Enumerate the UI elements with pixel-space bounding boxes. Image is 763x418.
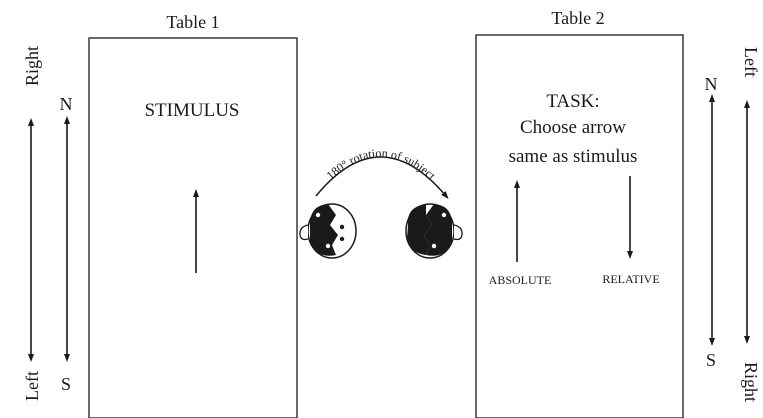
- left-axis-right-label: Right: [22, 46, 42, 86]
- table-1-frame: [88, 37, 298, 418]
- subject-head-before-icon: [299, 203, 357, 259]
- left-axis-south-label: S: [61, 374, 71, 394]
- left-axis-left-label: Left: [22, 371, 42, 401]
- absolute-label: ABSOLUTE: [489, 273, 552, 287]
- subject-head-after-icon: [405, 203, 463, 259]
- right-axis-left-label: Left: [741, 47, 761, 77]
- task-line-3: same as stimulus: [509, 146, 638, 167]
- right-axis-south-label: S: [706, 350, 716, 370]
- rotation-arc: [315, 156, 449, 200]
- rotation-label-path: 180° rotation of subject: [323, 146, 438, 183]
- left-cardinal-axis: N S: [60, 94, 73, 394]
- left-axis-north-label: N: [60, 94, 73, 114]
- stimulus-label: STIMULUS: [144, 100, 239, 121]
- rotation-indicator: 180° rotation of subject: [315, 146, 449, 200]
- task-line-2: Choose arrow: [520, 117, 626, 138]
- table-2-frame: [475, 34, 684, 418]
- right-cardinal-axis: N S: [705, 74, 718, 370]
- left-relative-axis: Right Left: [22, 46, 42, 401]
- table-2-title: Table 2: [551, 8, 604, 28]
- relative-label: RELATIVE: [602, 272, 659, 286]
- right-axis-north-label: N: [705, 74, 718, 94]
- table-1: Table 1 STIMULUS: [88, 12, 298, 418]
- task-heading: TASK:: [546, 91, 599, 112]
- table-2: Table 2 TASK: Choose arrow same as stimu…: [475, 8, 684, 418]
- right-axis-right-label: Right: [741, 362, 761, 402]
- rotation-label: 180° rotation of subject: [323, 146, 438, 183]
- right-relative-axis: Left Right: [741, 47, 761, 402]
- table-1-title: Table 1: [166, 12, 219, 32]
